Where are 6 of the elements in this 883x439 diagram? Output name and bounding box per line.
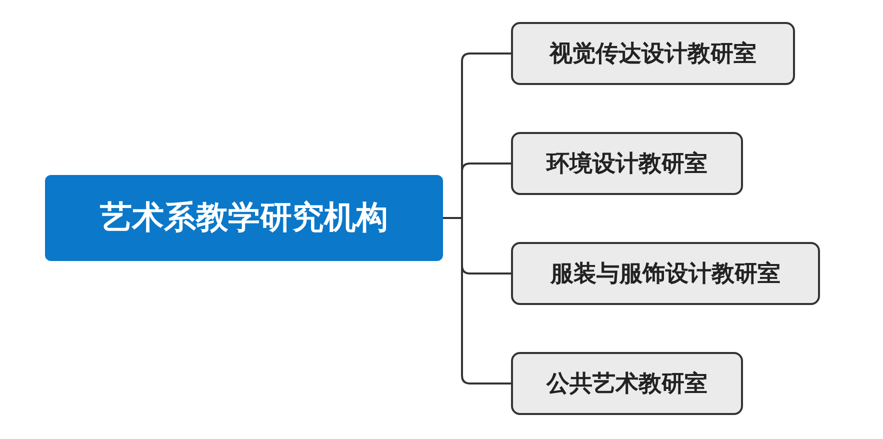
topic-box: 艺术系教学研究机构	[45, 175, 443, 261]
subtopic-box: 公共艺术教研室	[511, 352, 743, 415]
subtopic-box: 服装与服饰设计教研室	[511, 242, 820, 305]
connector-line	[443, 217, 511, 384]
subtopic-box: 环境设计教研室	[511, 132, 743, 195]
subtopic-box: 视觉传达设计教研室	[511, 22, 795, 85]
